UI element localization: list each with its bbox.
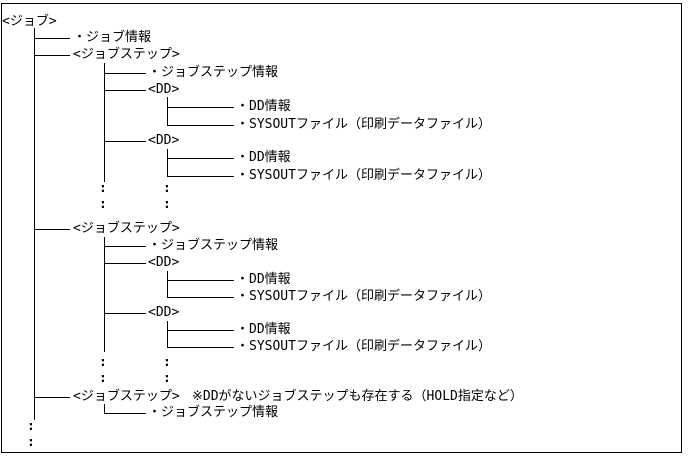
vertical-ellipsis: : [99, 181, 107, 196]
sysout-file-label: ・SYSOUTファイル（印刷データファイル） [236, 168, 491, 183]
dd-trunk-line [167, 271, 168, 298]
branch-line [104, 413, 146, 414]
jobstep-label: <ジョブステップ> [73, 221, 180, 236]
jobstep-info-label: ・ジョブステップ情報 [148, 238, 279, 253]
sysout-file-label: ・SYSOUTファイル（印刷データファイル） [236, 289, 491, 304]
jobstep-trunk-line [104, 237, 105, 352]
dd-info-label: ・DD情報 [236, 150, 291, 165]
branch-line [167, 347, 234, 348]
jobstep-label: <ジョブステップ> [73, 389, 180, 404]
vertical-ellipsis: : [99, 371, 107, 386]
jobstep-label: <ジョブステップ> [73, 47, 180, 62]
branch-line [167, 176, 234, 177]
sysout-file-label: ・SYSOUTファイル（印刷データファイル） [236, 339, 491, 354]
vertical-ellipsis: : [163, 197, 171, 212]
dd-label: <DD> [148, 133, 180, 148]
vertical-ellipsis: : [163, 355, 171, 370]
branch-line [104, 141, 146, 142]
branch-line [34, 38, 70, 39]
dd-trunk-line [167, 149, 168, 177]
dd-label: <DD> [148, 255, 180, 270]
branch-line [104, 73, 146, 74]
branch-line [167, 125, 234, 126]
dd-trunk-line [167, 97, 168, 126]
jobstep-note: ※DDがないジョブステップも存在する（HOLD指定など） [192, 389, 523, 404]
branch-line [34, 397, 70, 398]
jobstep-info-label: ・ジョブステップ情報 [148, 405, 279, 420]
vertical-ellipsis: : [27, 419, 35, 434]
branch-line [34, 55, 70, 56]
job-trunk-line [34, 28, 35, 420]
branch-line [167, 330, 234, 331]
dd-label: <DD> [148, 82, 180, 97]
vertical-ellipsis: : [99, 197, 107, 212]
dd-info-label: ・DD情報 [236, 99, 291, 114]
jobstep-trunk-line [104, 404, 105, 414]
job-info-label: ・ジョブ情報 [73, 30, 152, 45]
branch-line [104, 263, 146, 264]
jobstep-trunk-line [104, 63, 105, 182]
branch-line [167, 297, 234, 298]
diagram-border [1, 3, 682, 453]
dd-trunk-line [167, 321, 168, 348]
dd-info-label: ・DD情報 [236, 272, 291, 287]
vertical-ellipsis: : [163, 181, 171, 196]
jobstep-info-label: ・ジョブステップ情報 [148, 65, 279, 80]
branch-line [104, 246, 146, 247]
branch-line [167, 107, 234, 108]
branch-line [104, 90, 146, 91]
vertical-ellipsis: : [99, 355, 107, 370]
vertical-ellipsis: : [163, 371, 171, 386]
branch-line [167, 280, 234, 281]
branch-line [167, 158, 234, 159]
branch-line [34, 229, 70, 230]
dd-info-label: ・DD情報 [236, 322, 291, 337]
vertical-ellipsis: : [27, 435, 35, 450]
branch-line [104, 313, 146, 314]
job-root-label: <ジョブ> [2, 14, 57, 29]
sysout-file-label: ・SYSOUTファイル（印刷データファイル） [236, 117, 491, 132]
dd-label: <DD> [148, 305, 180, 320]
